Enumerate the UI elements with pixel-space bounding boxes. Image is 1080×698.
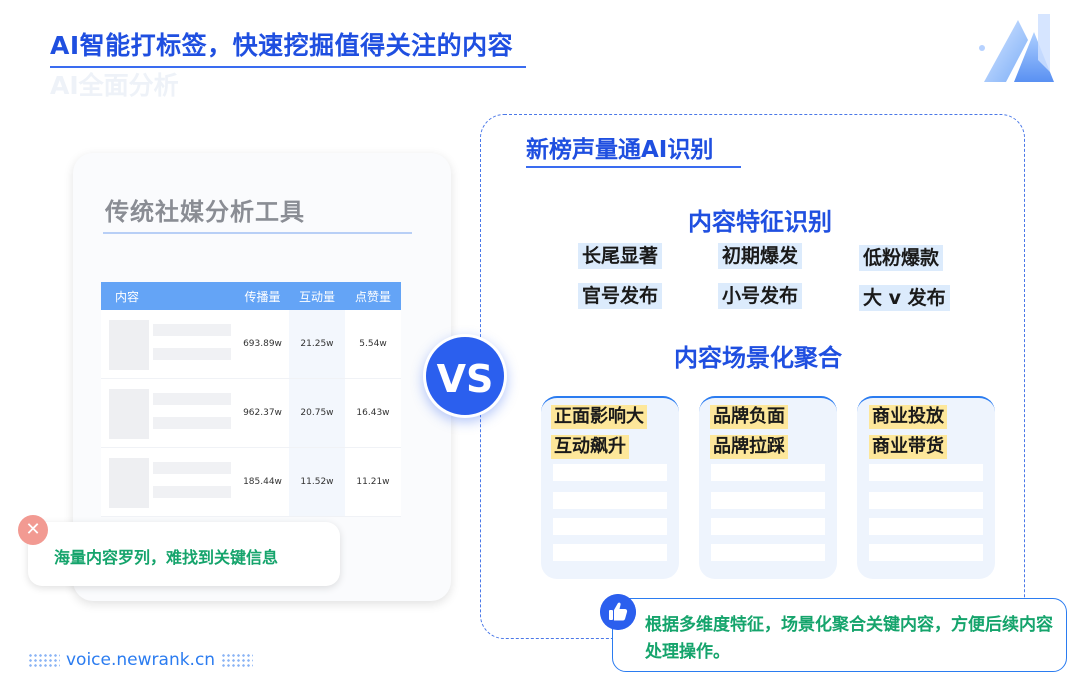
- scene-tag: 品牌拉踩: [710, 435, 788, 459]
- vs-badge: VS: [423, 334, 507, 418]
- engagement-cell: 11.52w: [289, 448, 345, 516]
- reach-cell: 962.37w: [243, 408, 282, 418]
- text-placeholder: [153, 324, 231, 336]
- text-placeholder: [869, 544, 983, 561]
- column-header-likes: 点赞量: [354, 289, 391, 304]
- brand-logo-icon: [979, 14, 1054, 82]
- traditional-tool-title: 传统社媒分析工具: [105, 198, 305, 226]
- text-placeholder: [711, 544, 825, 561]
- column-header-content: 内容: [115, 289, 140, 304]
- text-placeholder: [869, 518, 983, 535]
- footer: voice.newrank.cn: [22, 650, 259, 670]
- text-placeholder: [153, 462, 231, 474]
- text-placeholder: [553, 544, 667, 561]
- scene-tag: 互动飙升: [551, 435, 629, 459]
- ai-recognition-underline: [526, 166, 741, 168]
- column-header-engagement: 互动量: [298, 289, 335, 304]
- table-row: 693.89w 21.25w 5.54w: [101, 310, 401, 379]
- feature-tag: 官号发布: [578, 283, 663, 309]
- engagement-cell: 20.75w: [289, 379, 345, 447]
- likes-cell: 5.54w: [359, 339, 387, 349]
- feature-tag: 低粉爆款: [859, 245, 944, 271]
- content-thumbnail-placeholder: [109, 320, 149, 370]
- scene-tag: 商业带货: [869, 435, 947, 459]
- engagement-cell: 21.25w: [289, 310, 345, 378]
- title-underline: [50, 66, 526, 68]
- dots-decoration: [221, 653, 254, 667]
- content-cell: [101, 379, 236, 447]
- content-thumbnail-placeholder: [109, 458, 149, 508]
- table-header: 内容 传播量 互动量 点赞量: [101, 282, 401, 310]
- content-table: 内容 传播量 互动量 点赞量 693.89w 21.25w 5.54w 962.…: [101, 282, 401, 517]
- feature-tag: 小号发布: [718, 283, 803, 309]
- thumbs-up-icon: [600, 594, 636, 630]
- text-placeholder: [553, 492, 667, 509]
- reach-cell: 693.89w: [243, 339, 282, 349]
- text-placeholder: [553, 518, 667, 535]
- feature-tag: 大 v 发布: [859, 285, 950, 311]
- column-header-reach: 传播量: [244, 289, 281, 304]
- text-placeholder: [553, 464, 667, 481]
- table-row: 185.44w 11.52w 11.21w: [101, 448, 401, 517]
- feature-tag: 长尾显著: [578, 243, 663, 269]
- scene-card: [541, 396, 679, 579]
- text-placeholder: [711, 518, 825, 535]
- text-placeholder: [711, 492, 825, 509]
- dots-decoration: [28, 653, 60, 667]
- tip-text: 根据多维度特征，场景化聚合关键内容，方便后续内容处理操作。: [645, 615, 1053, 662]
- warning-callout: [28, 522, 340, 586]
- content-cell: [101, 448, 236, 516]
- likes-cell: 16.43w: [356, 408, 390, 418]
- text-placeholder: [869, 492, 983, 509]
- close-icon: ✕: [18, 515, 48, 545]
- traditional-tool-underline: [103, 232, 412, 234]
- text-placeholder: [153, 486, 231, 498]
- scene-tag: 正面影响大: [551, 405, 647, 429]
- content-thumbnail-placeholder: [109, 389, 149, 439]
- table-row: 962.37w 20.75w 16.43w: [101, 379, 401, 448]
- feature-heading: 内容特征识别: [688, 208, 832, 236]
- text-placeholder: [711, 464, 825, 481]
- likes-cell: 11.21w: [356, 477, 390, 487]
- tip-callout: [612, 598, 1067, 672]
- footer-url[interactable]: voice.newrank.cn: [66, 650, 216, 670]
- text-placeholder: [153, 417, 231, 429]
- scene-heading: 内容场景化聚合: [674, 344, 842, 372]
- feature-tag: 初期爆发: [718, 243, 803, 269]
- reach-cell: 185.44w: [243, 477, 282, 487]
- content-cell: [101, 310, 236, 378]
- scene-tag: 商业投放: [869, 405, 947, 429]
- scene-tag: 品牌负面: [710, 405, 788, 429]
- text-placeholder: [153, 393, 231, 405]
- ai-recognition-title: 新榜声量通AI识别: [526, 137, 714, 163]
- text-placeholder: [153, 348, 231, 360]
- page-title: AI智能打标签，快速挖掘值得关注的内容: [50, 31, 514, 60]
- page-subtitle-watermark: AI全面分析: [50, 71, 179, 100]
- warning-text: 海量内容罗列，难找到关键信息: [54, 548, 279, 567]
- text-placeholder: [869, 464, 983, 481]
